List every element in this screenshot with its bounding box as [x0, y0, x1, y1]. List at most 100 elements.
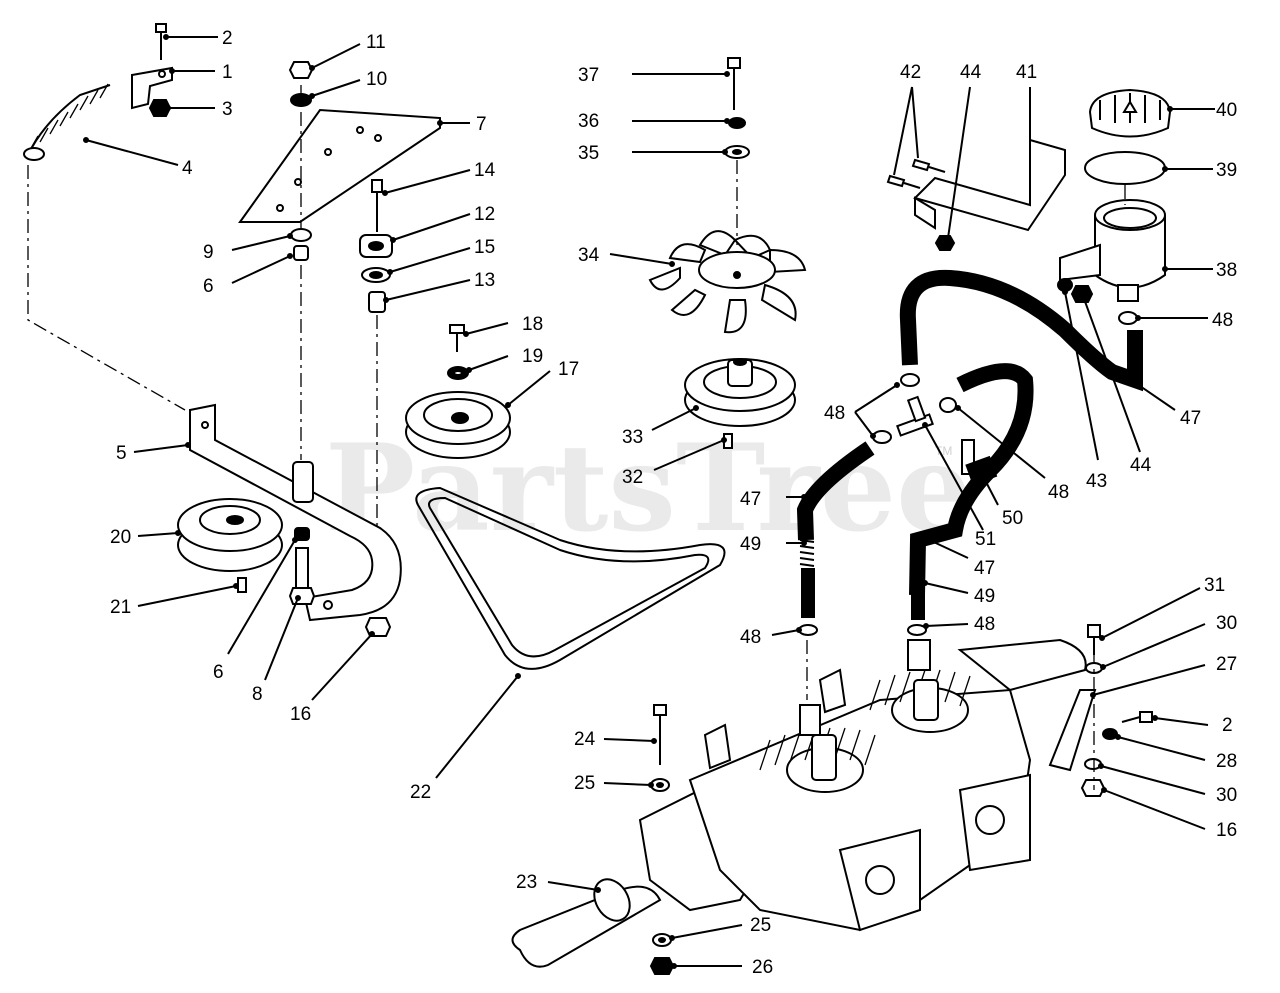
callout-48d: 48: [740, 627, 761, 648]
gasket-39: [1084, 151, 1166, 185]
cap-40: [1088, 88, 1172, 138]
callout-47a: 47: [1180, 408, 1201, 429]
pulley-hub-12: [359, 234, 393, 258]
callout-35: 35: [578, 143, 599, 164]
clamp-48-reservoir: [1118, 311, 1138, 325]
spring-4: [23, 83, 111, 161]
pulley-20: [177, 498, 283, 572]
washer-25-bottom: [652, 933, 672, 947]
bracket-27: [1048, 689, 1097, 772]
hose-47-right: [909, 363, 1034, 596]
callout-4: 4: [182, 158, 193, 179]
callout-48a: 48: [1212, 310, 1233, 331]
callout-12: 12: [474, 204, 495, 225]
callout-30a: 30: [1216, 613, 1237, 634]
callout-34: 34: [578, 245, 600, 266]
hose-47-top: [899, 269, 1143, 392]
watermark-tm: TM: [935, 444, 952, 458]
clamp-48-top: [900, 373, 920, 387]
bolt-2-bottom: [1121, 711, 1153, 723]
nut-16-right: [1080, 779, 1106, 797]
callout-16a: 16: [290, 704, 311, 725]
callout-6a: 6: [203, 276, 214, 297]
callout-27: 27: [1216, 654, 1237, 675]
callout-44a: 44: [960, 62, 982, 83]
idler-plate-7: [238, 108, 441, 223]
nut-3: [148, 99, 172, 117]
center-line-a: [27, 165, 186, 411]
callout-3: 3: [222, 99, 233, 120]
callout-14: 14: [474, 160, 496, 181]
callout-49b: 49: [974, 586, 995, 607]
screws-42: [886, 158, 946, 189]
spacer-13: [368, 291, 386, 313]
callout-9: 9: [203, 242, 214, 263]
clamp-48-lower-right: [907, 624, 927, 636]
callout-42: 42: [900, 62, 921, 83]
bolt-24: [653, 704, 667, 765]
washer-9: [290, 228, 312, 242]
lockwasher-36: [728, 117, 746, 129]
callout-51: 51: [975, 529, 996, 550]
callout-19: 19: [522, 346, 543, 367]
callout-21: 21: [110, 597, 131, 618]
belt-22: [415, 486, 726, 670]
callout-13: 13: [474, 270, 495, 291]
callout-40: 40: [1216, 100, 1237, 121]
callout-48e: 48: [974, 614, 995, 635]
callout-24: 24: [574, 729, 596, 750]
washer-35: [724, 145, 750, 159]
hose-47-left: [796, 441, 875, 541]
callout-22: 22: [410, 782, 431, 803]
transaxle-23: [511, 638, 1087, 968]
reservoir-38: [1059, 199, 1166, 302]
callout-2b: 2: [1222, 715, 1233, 736]
fan-34: [648, 230, 807, 334]
pulley-33: [684, 358, 796, 427]
callout-labels: 2 1 3 4 11 10 7 14 12 15 13 9 6 5 20 21 …: [110, 28, 1237, 978]
idler-arm-5: [189, 403, 402, 622]
callout-23: 23: [516, 872, 537, 893]
callout-7: 7: [476, 114, 487, 135]
washer-19: [447, 366, 469, 380]
callout-48b: 48: [824, 403, 845, 424]
callout-31: 31: [1204, 575, 1225, 596]
callout-37: 37: [578, 65, 599, 86]
callout-38: 38: [1216, 260, 1237, 281]
callout-44b: 44: [1130, 455, 1152, 476]
callout-26: 26: [752, 957, 773, 978]
callout-16b: 16: [1216, 820, 1237, 841]
clamp-48-right: [939, 397, 957, 413]
washer-15: [361, 267, 391, 283]
bolt-14: [371, 179, 383, 232]
callout-18: 18: [522, 314, 543, 335]
bolt-18: [449, 324, 465, 352]
leader-lines: [83, 34, 1215, 969]
callout-30b: 30: [1216, 785, 1237, 806]
callout-17: 17: [558, 359, 579, 380]
callout-15: 15: [474, 237, 495, 258]
tee-fitting: [896, 395, 934, 437]
lockwasher-28: [1102, 728, 1118, 740]
callout-25b: 25: [750, 915, 771, 936]
callout-32: 32: [622, 467, 643, 488]
callout-8: 8: [252, 684, 263, 705]
callout-11: 11: [366, 32, 386, 53]
callout-48c: 48: [1048, 482, 1069, 503]
pulley-17: [405, 391, 511, 459]
callout-47c: 47: [974, 558, 995, 579]
callout-50: 50: [1002, 508, 1023, 529]
bolt-8: [288, 547, 316, 605]
callout-28: 28: [1216, 751, 1237, 772]
spring-49-left: [799, 539, 815, 618]
callout-5: 5: [116, 443, 127, 464]
callout-49a: 49: [740, 534, 761, 555]
callout-36: 36: [578, 111, 599, 132]
callout-25a: 25: [574, 773, 595, 794]
nut-44-top: [934, 235, 956, 251]
callout-33: 33: [622, 427, 643, 448]
spring-49-right: [910, 541, 926, 620]
bushing-6-lower: [294, 527, 310, 541]
bracket-41: [913, 138, 1066, 232]
